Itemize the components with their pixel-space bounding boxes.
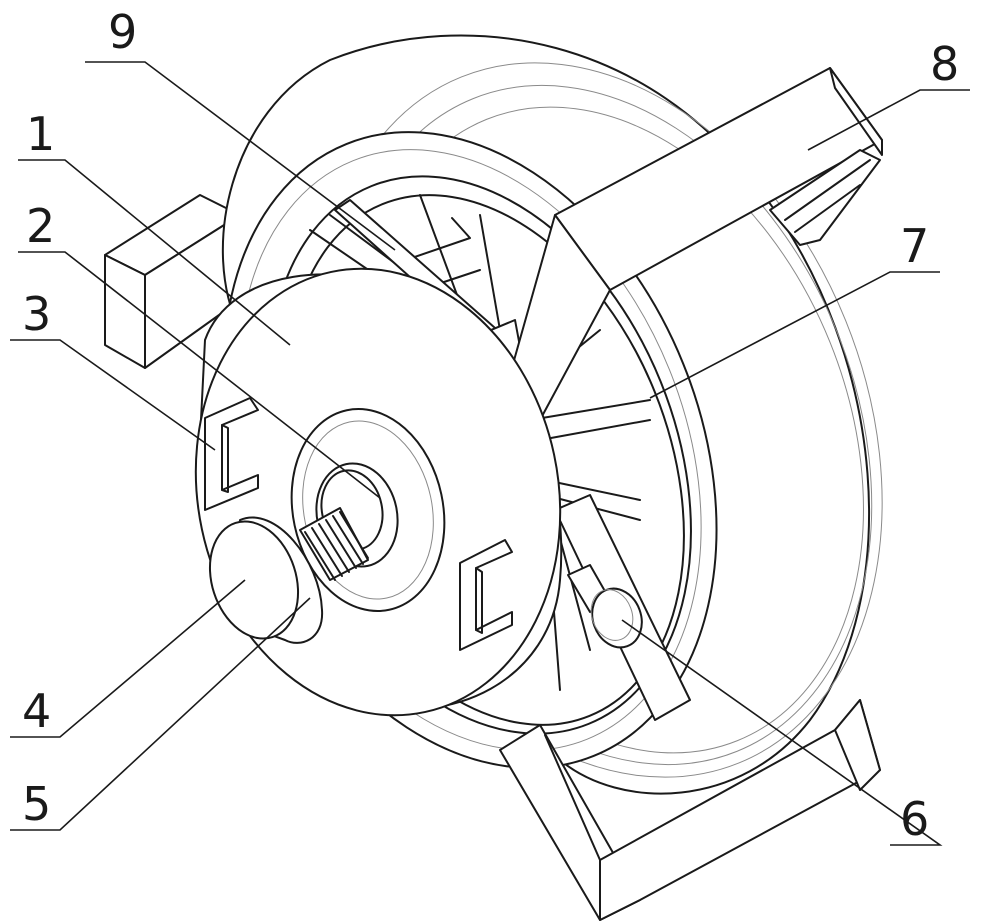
leader-lines: [10, 61, 970, 846]
c-clip-right: [459, 539, 513, 651]
label-6: 6: [900, 792, 929, 846]
rear-bracket-block: [104, 194, 241, 369]
label-3: 3: [22, 287, 51, 341]
hand-knob: [208, 516, 324, 644]
label-9: 9: [108, 5, 137, 59]
label-4: 4: [22, 684, 51, 738]
label-7: 7: [900, 219, 929, 273]
label-8: 8: [930, 37, 959, 91]
label-2: 2: [26, 199, 55, 253]
label-1: 1: [26, 107, 55, 161]
threaded-screw: [299, 507, 369, 581]
part-labels: 9 1 2 3 4 5 6 7 8: [22, 5, 959, 846]
side-knob: [567, 564, 643, 649]
c-clip-left: [204, 397, 259, 511]
label-5: 5: [22, 777, 51, 831]
